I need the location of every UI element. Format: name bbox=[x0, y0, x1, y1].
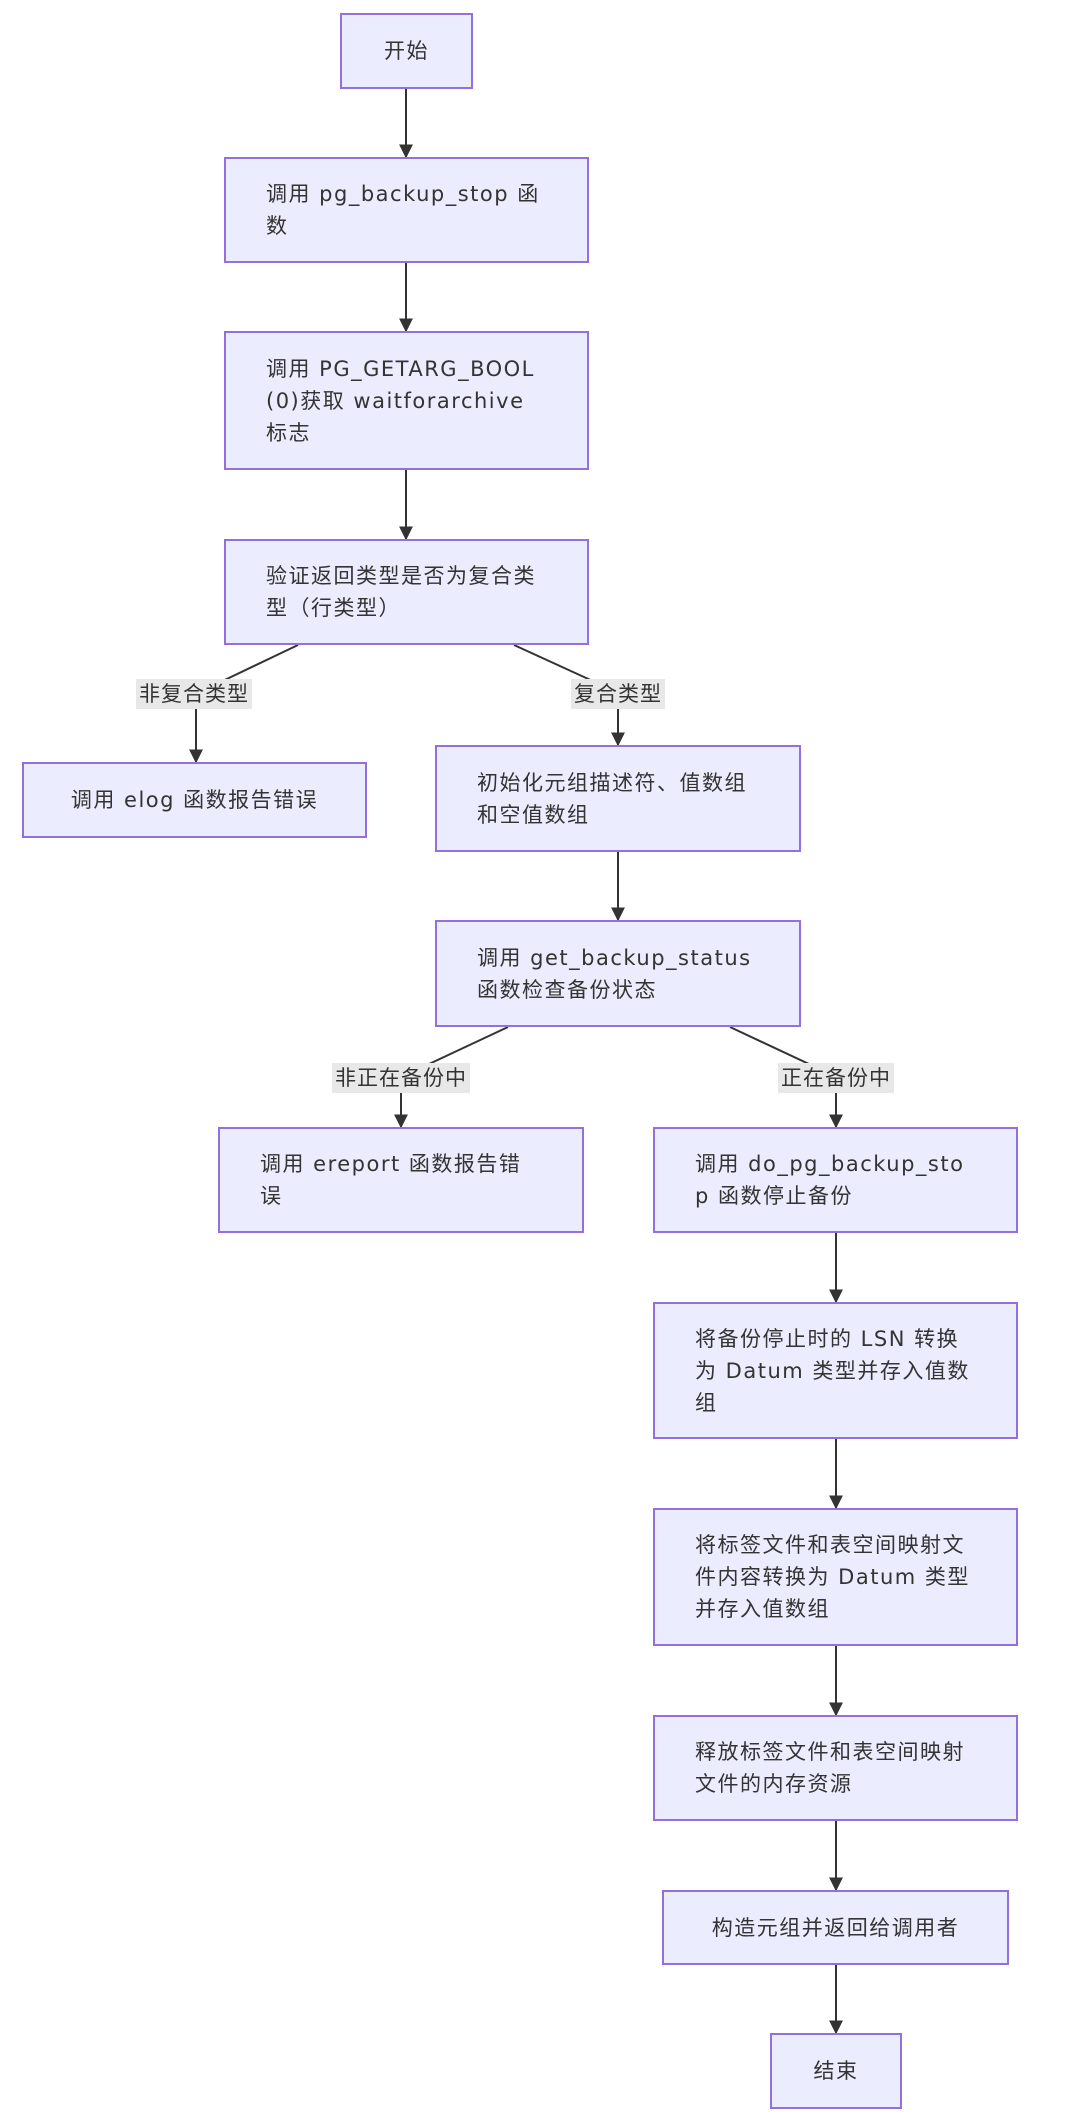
node-do-backup-stop: 调用 do_pg_backup_stop 函数停止备份 bbox=[653, 1127, 1018, 1233]
node-init-tuple-desc: 初始化元组描述符、值数组和空值数组 bbox=[435, 745, 801, 852]
node-elog-error: 调用 elog 函数报告错误 bbox=[22, 762, 367, 838]
node-ereport-error: 调用 ereport 函数报告错误 bbox=[218, 1127, 584, 1233]
node-lsn-to-datum: 将备份停止时的 LSN 转换为 Datum 类型并存入值数组 bbox=[653, 1302, 1018, 1439]
edge-label-non-composite: 非复合类型 bbox=[136, 679, 252, 709]
node-build-tuple: 构造元组并返回给调用者 bbox=[662, 1890, 1009, 1965]
node-init-tuple-desc-label: 初始化元组描述符、值数组和空值数组 bbox=[477, 770, 747, 827]
node-build-tuple-label: 构造元组并返回给调用者 bbox=[711, 1915, 960, 1940]
edge-label-composite: 复合类型 bbox=[571, 679, 665, 709]
node-check-return-type-label: 验证返回类型是否为复合类型（行类型） bbox=[266, 564, 536, 620]
edge-label-not-in-backup: 非正在备份中 bbox=[332, 1063, 470, 1093]
node-get-arg-bool-label: 调用 PG_GETARG_BOOL(0)获取 waitforarchive 标志 bbox=[266, 356, 535, 445]
node-elog-error-label: 调用 elog 函数报告错误 bbox=[70, 788, 319, 812]
node-label-files-to-datum-label: 将标签文件和表空间映射文件内容转换为 Datum 类型并存入值数组 bbox=[695, 1533, 970, 1621]
node-get-backup-status-label: 调用 get_backup_status 函数检查备份状态 bbox=[477, 945, 752, 1002]
edge-label-in-backup: 正在备份中 bbox=[778, 1063, 894, 1093]
node-start: 开始 bbox=[340, 13, 473, 89]
node-end: 结束 bbox=[770, 2033, 902, 2109]
node-get-backup-status: 调用 get_backup_status 函数检查备份状态 bbox=[435, 920, 801, 1027]
node-label-files-to-datum: 将标签文件和表空间映射文件内容转换为 Datum 类型并存入值数组 bbox=[653, 1508, 1018, 1646]
node-end-label: 结束 bbox=[813, 2059, 859, 2083]
node-do-backup-stop-label: 调用 do_pg_backup_stop 函数停止备份 bbox=[695, 1152, 965, 1208]
node-lsn-to-datum-label: 将备份停止时的 LSN 转换为 Datum 类型并存入值数组 bbox=[695, 1326, 970, 1415]
node-ereport-error-label: 调用 ereport 函数报告错误 bbox=[260, 1152, 522, 1208]
node-free-memory: 释放标签文件和表空间映射文件的内存资源 bbox=[653, 1715, 1018, 1821]
node-check-return-type: 验证返回类型是否为复合类型（行类型） bbox=[224, 539, 589, 645]
node-get-arg-bool: 调用 PG_GETARG_BOOL(0)获取 waitforarchive 标志 bbox=[224, 331, 589, 470]
node-call-backup-stop-label: 调用 pg_backup_stop 函数 bbox=[266, 182, 540, 238]
node-start-label: 开始 bbox=[384, 39, 429, 63]
node-call-backup-stop: 调用 pg_backup_stop 函数 bbox=[224, 157, 589, 263]
node-free-memory-label: 释放标签文件和表空间映射文件的内存资源 bbox=[695, 1740, 965, 1796]
